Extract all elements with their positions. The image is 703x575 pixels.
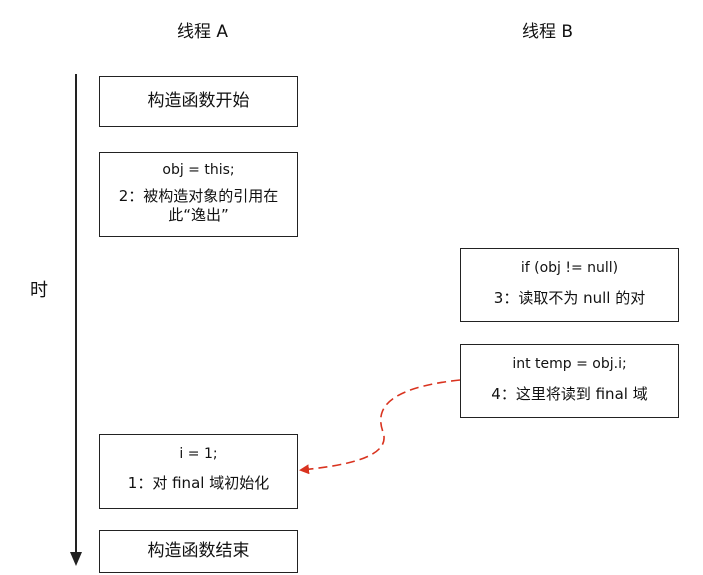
read-field-note: 4：这里将读到 final 域 [491,385,648,403]
reorder-dashed-arrow [299,379,461,475]
time-axis-arrowhead-icon [70,552,82,566]
thread-b-header: 线程 B [522,22,574,42]
assign-this-note: 2：被构造对象的引用在此“逸出” [118,187,279,224]
thread-a-header: 线程 A [177,22,229,42]
assign-this-box: obj = this; 2：被构造对象的引用在此“逸出” [99,152,298,237]
read-field-box: int temp = obj.i; 4：这里将读到 final 域 [460,344,679,418]
constructor-end-box: 构造函数结束 [99,530,298,573]
init-final-code: i = 1; [179,446,218,462]
time-axis [70,74,82,566]
read-field-code: int temp = obj.i; [512,356,627,372]
time-axis-label: 时 [30,280,48,301]
init-final-note: 1：对 final 域初始化 [127,474,270,492]
constructor-start-box: 构造函数开始 [99,76,298,127]
constructor-start-label: 构造函数开始 [147,91,250,111]
null-check-note: 3：读取不为 null 的对 [493,289,646,307]
assign-this-code: obj = this; [162,162,235,178]
constructor-end-label: 构造函数结束 [147,541,250,561]
init-final-box: i = 1; 1：对 final 域初始化 [99,434,298,509]
null-check-box: if (obj != null) 3：读取不为 null 的对 [460,248,679,322]
null-check-code: if (obj != null) [520,260,619,276]
